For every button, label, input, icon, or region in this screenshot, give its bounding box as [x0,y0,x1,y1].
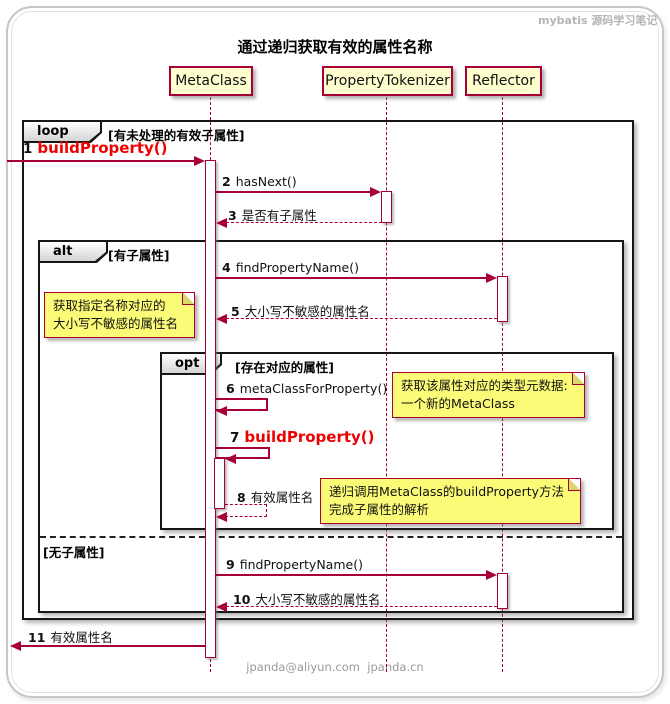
activation-metaclass-nested [214,458,225,509]
note-fold-icon [568,479,581,491]
message-4-line [216,277,488,279]
note-fold-icon [571,373,584,385]
message-6: 6 metaClassForProperty() [226,381,387,396]
message-10-number: 10 [233,592,251,607]
message-4-label: findPropertyName() [235,260,359,275]
message-10: 10 大小写不敏感的属性名 [233,589,380,608]
footer-text: jpanda@aliyun.com jpanda.cn [246,660,424,674]
frame-loop-tab-fill [24,122,100,141]
message-9-label: findPropertyName() [239,557,363,572]
activation-reflector-2 [497,573,508,609]
message-7-label: buildProperty() [244,428,375,446]
message-8-label: 有效属性名 [250,490,314,505]
message-3-label: 是否有子属性 [241,208,317,223]
note-line: 大小写不敏感的属性名 [53,316,179,331]
frame-loop-tab: loop [24,122,102,143]
frame-alt-tab: alt [40,242,108,263]
message-2-line [216,191,372,193]
message-11-arrowhead [10,641,21,651]
participant-metaclass: MetaClass [169,66,253,96]
message-2-label: hasNext() [235,174,297,189]
message-3: 3 是否有子属性 [228,205,317,224]
note-metaclass-metadata: 获取该属性对应的类型元数据: 一个新的MetaClass [392,372,585,418]
message-4-number: 4 [222,260,231,275]
message-6-selfline [216,398,268,411]
message-1-number: 1 [23,141,33,157]
message-10-label: 大小写不敏感的属性名 [255,592,381,607]
activation-propertytokenizer [381,191,392,223]
participant-metaclass-label: MetaClass [175,73,247,89]
message-6-arrowhead [216,406,227,416]
watermark-text: mybatis 源码学习笔记 [538,14,658,27]
frame-alt: alt [有子属性] [无子属性] [38,240,624,613]
frame-loop-condition: [有未处理的有效子属性] [108,128,245,143]
note-line: 获取该属性对应的类型元数据: [401,378,568,393]
message-1-arrowhead [194,156,205,166]
message-5-arrowhead [216,314,227,324]
message-2-arrowhead [370,187,381,197]
frame-alt-label: alt [53,244,73,259]
message-5-number: 5 [231,304,240,319]
message-7-arrowhead [225,454,236,464]
message-5-line [226,318,497,319]
activation-reflector-1 [497,276,508,322]
note-recursive-call: 递归调用MetaClass的buildProperty方法 完成子属性的解析 [320,478,582,524]
message-4-arrowhead [486,273,497,283]
message-1-label: buildProperty() [37,139,168,157]
message-9-arrowhead [486,570,497,580]
message-5-label: 大小写不敏感的属性名 [244,304,370,319]
message-10-arrowhead [216,602,227,612]
frame-loop: loop [有未处理的有效子属性] [22,120,634,620]
message-6-label: metaClassForProperty() [239,381,388,396]
message-7-selfline [216,447,270,459]
message-2-number: 2 [222,174,231,189]
message-9: 9 findPropertyName() [226,557,363,572]
lifeline-propertytokenizer [386,97,387,672]
message-11-label: 有效属性名 [50,630,113,645]
message-4: 4 findPropertyName() [222,260,359,275]
frame-opt-label: opt [175,356,200,371]
note-fold-icon [182,293,195,305]
message-8: 8 有效属性名 [237,487,313,506]
message-11-line [20,645,205,647]
note-line: 一个新的MetaClass [401,396,515,411]
frame-alt-tab-fill [40,242,106,261]
message-9-line [216,574,488,576]
message-10-line [226,606,497,607]
note-line: 获取指定名称对应的 [53,298,166,313]
message-8-selfline [225,504,267,517]
message-1-line [7,160,196,162]
message-7-number: 7 [230,430,240,446]
diagram-title: 通过递归获取有效的属性名称 [237,38,433,56]
message-8-number: 8 [237,490,246,505]
message-3-arrowhead [216,218,227,228]
participant-reflector-label: Reflector [472,73,535,89]
frame-opt-condition: [存在对应的属性] [235,360,334,375]
note-case-insensitive: 获取指定名称对应的 大小写不敏感的属性名 [44,292,196,338]
alt-else-divider [40,536,622,538]
message-6-number: 6 [226,381,235,396]
note-line: 递归调用MetaClass的buildProperty方法 [329,484,565,499]
participant-reflector: Reflector [465,66,542,96]
message-3-line [226,222,382,223]
participant-propertytokenizer-label: PropertyTokenizer [325,73,450,89]
message-8-arrowhead [216,512,227,522]
frame-alt-else-condition: [无子属性] [43,545,105,560]
message-11: 11 有效属性名 [28,627,113,646]
note-line: 完成子属性的解析 [329,502,430,517]
message-11-number: 11 [28,630,46,645]
frame-alt-condition: [有子属性] [108,248,170,263]
activation-metaclass-main [205,160,216,658]
message-3-number: 3 [228,208,237,223]
message-5: 5 大小写不敏感的属性名 [231,301,370,320]
participant-propertytokenizer: PropertyTokenizer [322,66,453,96]
message-2: 2 hasNext() [222,174,297,189]
frame-loop-label: loop [37,124,69,139]
message-9-number: 9 [226,557,235,572]
rounded-card-frame [6,6,664,698]
